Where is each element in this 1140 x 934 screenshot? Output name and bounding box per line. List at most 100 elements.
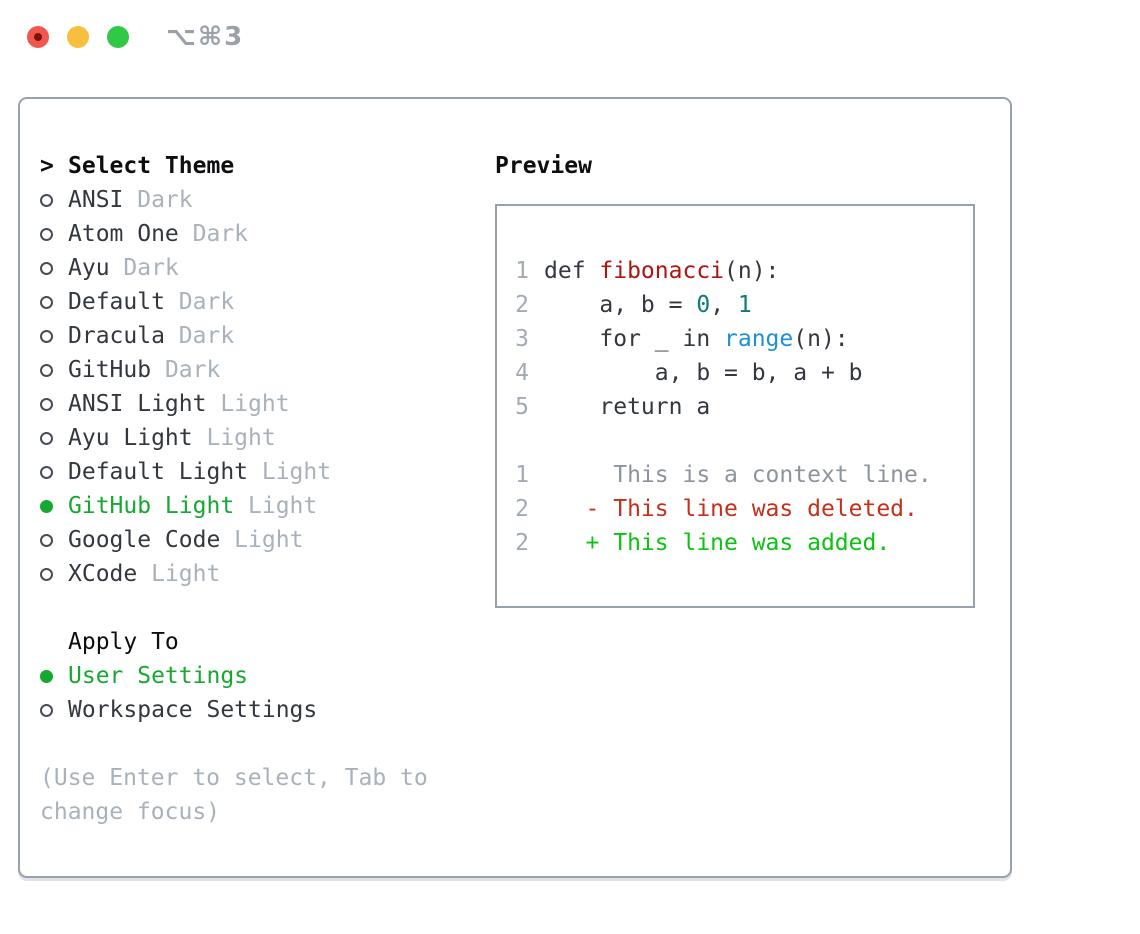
- theme-option[interactable]: GitHub Dark: [40, 353, 480, 387]
- radio-unselected-icon: [40, 397, 68, 411]
- apply-name: User Settings: [68, 663, 249, 689]
- theme-option[interactable]: XCode Light: [40, 557, 480, 591]
- theme-mode-tag: Dark: [164, 323, 235, 349]
- theme-mode-tag: Light: [248, 459, 332, 485]
- line-number: 2: [515, 496, 529, 522]
- diff-line: 1 This is a context line.: [515, 458, 973, 492]
- radio-unselected-icon: [40, 567, 68, 581]
- radio-circle: [40, 329, 53, 343]
- token-plain: a, b =: [544, 292, 697, 318]
- theme-option[interactable]: ANSI Dark: [40, 183, 480, 217]
- line-number: 1: [515, 462, 529, 488]
- theme-option[interactable]: Default Dark: [40, 285, 480, 319]
- theme-option[interactable]: GitHub Light Light: [40, 489, 480, 523]
- radio-circle: [40, 533, 53, 547]
- token-context: This is a context line.: [544, 462, 932, 488]
- radio-unselected-icon: [40, 227, 68, 241]
- token-plain: a, b = b, a + b: [544, 360, 863, 386]
- theme-name: ANSI: [68, 187, 124, 213]
- theme-name: Ayu: [68, 255, 110, 281]
- theme-option[interactable]: ANSI Light Light: [40, 387, 480, 421]
- cursor-prompt-icon: >: [40, 153, 54, 179]
- theme-option[interactable]: Ayu Light Light: [40, 421, 480, 455]
- radio-unselected-icon: [40, 329, 68, 343]
- theme-option[interactable]: Atom One Dark: [40, 217, 480, 251]
- radio-unselected-icon: [40, 261, 68, 275]
- spacer: [515, 424, 973, 458]
- radio-selected-icon: [40, 669, 68, 683]
- theme-option[interactable]: Google Code Light: [40, 523, 480, 557]
- diff-preview: 1 This is a context line.2 - This line w…: [515, 458, 973, 560]
- token-function: fibonacci: [599, 258, 725, 284]
- radio-circle: [40, 703, 53, 717]
- apply-option[interactable]: Workspace Settings: [40, 693, 480, 727]
- radio-unselected-icon: [40, 363, 68, 377]
- theme-mode-tag: Light: [206, 391, 290, 417]
- theme-mode-tag: Dark: [123, 187, 193, 213]
- radio-unselected-icon: [40, 703, 68, 717]
- theme-name: XCode: [68, 561, 138, 587]
- theme-name: ANSI Light: [68, 391, 207, 417]
- theme-option[interactable]: Default Light Light: [40, 455, 480, 489]
- zoom-button[interactable]: [107, 26, 129, 48]
- token-plain: (n):: [724, 258, 780, 284]
- window-title-shortcut: ⌥⌘3: [166, 22, 245, 52]
- theme-name: Default: [68, 289, 165, 315]
- close-button[interactable]: [27, 26, 49, 48]
- radio-circle: [40, 431, 53, 445]
- theme-mode-tag: Light: [137, 561, 221, 587]
- theme-mode-tag: Dark: [178, 221, 249, 247]
- select-theme-header: > Select Theme: [40, 149, 480, 183]
- theme-mode-tag: Light: [234, 493, 318, 519]
- code-line: 4 a, b = b, a + b: [515, 356, 973, 390]
- radio-circle: [40, 499, 53, 513]
- theme-mode-tag: Light: [220, 527, 304, 553]
- theme-name: Default Light: [68, 459, 249, 485]
- theme-option[interactable]: Ayu Dark: [40, 251, 480, 285]
- line-number: 1: [515, 258, 529, 284]
- radio-unselected-icon: [40, 465, 68, 479]
- radio-selected-icon: [40, 499, 68, 513]
- minimize-button[interactable]: [67, 26, 89, 48]
- token-deleted: - This line was deleted.: [544, 496, 918, 522]
- title-bar: ⌥⌘3: [0, 0, 1140, 76]
- code-line: 5 return a: [515, 390, 973, 424]
- line-number: 3: [515, 326, 529, 352]
- theme-mode-tag: Dark: [109, 255, 179, 281]
- diff-line: 2 - This line was deleted.: [515, 492, 973, 526]
- radio-unselected-icon: [40, 431, 68, 445]
- spacer: [40, 591, 480, 625]
- radio-circle: [40, 261, 53, 275]
- token-plain: ,: [710, 292, 738, 318]
- apply-option[interactable]: User Settings: [40, 659, 480, 693]
- radio-unselected-icon: [40, 295, 68, 309]
- radio-circle: [40, 567, 53, 581]
- radio-unselected-icon: [40, 533, 68, 547]
- apply-name: Workspace Settings: [68, 697, 318, 723]
- radio-circle: [40, 227, 53, 241]
- theme-mode-tag: Dark: [151, 357, 221, 383]
- hint-line: (Use Enter to select, Tab to: [40, 765, 428, 791]
- line-number: 2: [515, 292, 529, 318]
- token-plain: return a: [544, 394, 711, 420]
- token-number: 1: [737, 292, 752, 318]
- theme-option[interactable]: Dracula Dark: [40, 319, 480, 353]
- token-plain: for _ in: [544, 326, 725, 352]
- token-added: + This line was added.: [544, 530, 891, 556]
- diff-line: 2 + This line was added.: [515, 526, 973, 560]
- theme-name: Ayu Light: [68, 425, 193, 451]
- line-number: 5: [515, 394, 529, 420]
- theme-name: GitHub Light: [68, 493, 235, 519]
- radio-circle: [40, 465, 53, 479]
- radio-circle: [40, 669, 53, 683]
- line-number: 4: [515, 360, 529, 386]
- spacer: [40, 727, 480, 761]
